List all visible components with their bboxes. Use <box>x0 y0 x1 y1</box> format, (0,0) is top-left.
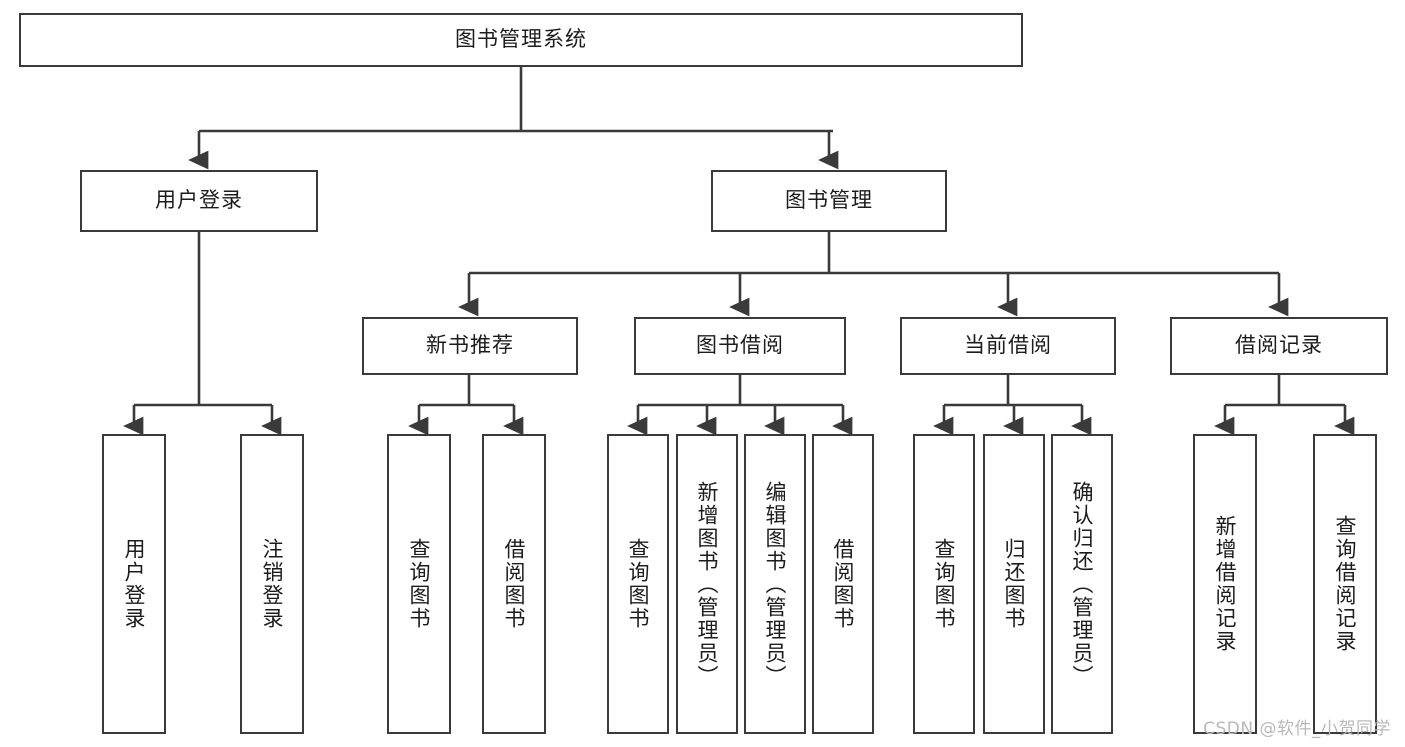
node-root-label: 图书管理系统 <box>455 27 587 52</box>
node-new-book-recommend-label: 新书推荐 <box>426 333 514 358</box>
node-root[interactable]: 图书管理系统 <box>19 13 1023 67</box>
leaf-edit-book[interactable]: 编辑图书（管理员） <box>744 434 806 734</box>
leaf-query-book-1-label: 查询图书 <box>407 538 432 630</box>
node-book-manage[interactable]: 图书管理 <box>711 170 947 232</box>
node-book-manage-label: 图书管理 <box>785 188 873 213</box>
leaf-user-login[interactable]: 用户登录 <box>102 434 166 734</box>
node-current-borrow-label: 当前借阅 <box>964 333 1052 358</box>
leaf-borrow-book-1-label: 借阅图书 <box>502 538 527 630</box>
node-user-login-label: 用户登录 <box>155 188 243 213</box>
leaf-query-book-2-label: 查询图书 <box>626 538 651 630</box>
node-borrow-record[interactable]: 借阅记录 <box>1170 317 1388 375</box>
node-current-borrow[interactable]: 当前借阅 <box>900 317 1116 375</box>
node-new-book-recommend[interactable]: 新书推荐 <box>362 317 578 375</box>
leaf-confirm-return[interactable]: 确认归还（管理员） <box>1051 434 1113 734</box>
leaf-confirm-return-label: 确认归还（管理员） <box>1070 480 1095 688</box>
leaf-add-borrow-record-label: 新增借阅记录 <box>1213 515 1238 653</box>
leaf-user-login-label: 用户登录 <box>122 538 147 630</box>
leaf-add-book[interactable]: 新增图书（管理员） <box>676 434 738 734</box>
leaf-borrow-book-1[interactable]: 借阅图书 <box>482 434 546 734</box>
node-borrow-record-label: 借阅记录 <box>1235 333 1323 358</box>
leaf-borrow-book-2-label: 借阅图书 <box>831 538 856 630</box>
leaf-query-book-1[interactable]: 查询图书 <box>387 434 451 734</box>
leaf-add-borrow-record[interactable]: 新增借阅记录 <box>1193 434 1257 734</box>
leaf-edit-book-label: 编辑图书（管理员） <box>763 480 788 688</box>
leaf-user-logout-label: 注销登录 <box>260 538 285 630</box>
leaf-query-book-3-label: 查询图书 <box>932 538 957 630</box>
node-book-borrow[interactable]: 图书借阅 <box>634 317 846 375</box>
leaf-query-book-2[interactable]: 查询图书 <box>607 434 669 734</box>
leaf-query-borrow-record-label: 查询借阅记录 <box>1333 515 1358 653</box>
leaf-add-book-label: 新增图书（管理员） <box>695 480 720 688</box>
leaf-user-logout[interactable]: 注销登录 <box>240 434 304 734</box>
node-user-login[interactable]: 用户登录 <box>80 170 318 232</box>
leaf-return-book-label: 归还图书 <box>1002 538 1027 630</box>
leaf-borrow-book-2[interactable]: 借阅图书 <box>812 434 874 734</box>
watermark-label: CSDN @软件_小贺同学 <box>1203 719 1391 739</box>
leaf-query-borrow-record[interactable]: 查询借阅记录 <box>1313 434 1377 734</box>
leaf-return-book[interactable]: 归还图书 <box>983 434 1045 734</box>
leaf-query-book-3[interactable]: 查询图书 <box>913 434 975 734</box>
node-book-borrow-label: 图书借阅 <box>696 333 784 358</box>
